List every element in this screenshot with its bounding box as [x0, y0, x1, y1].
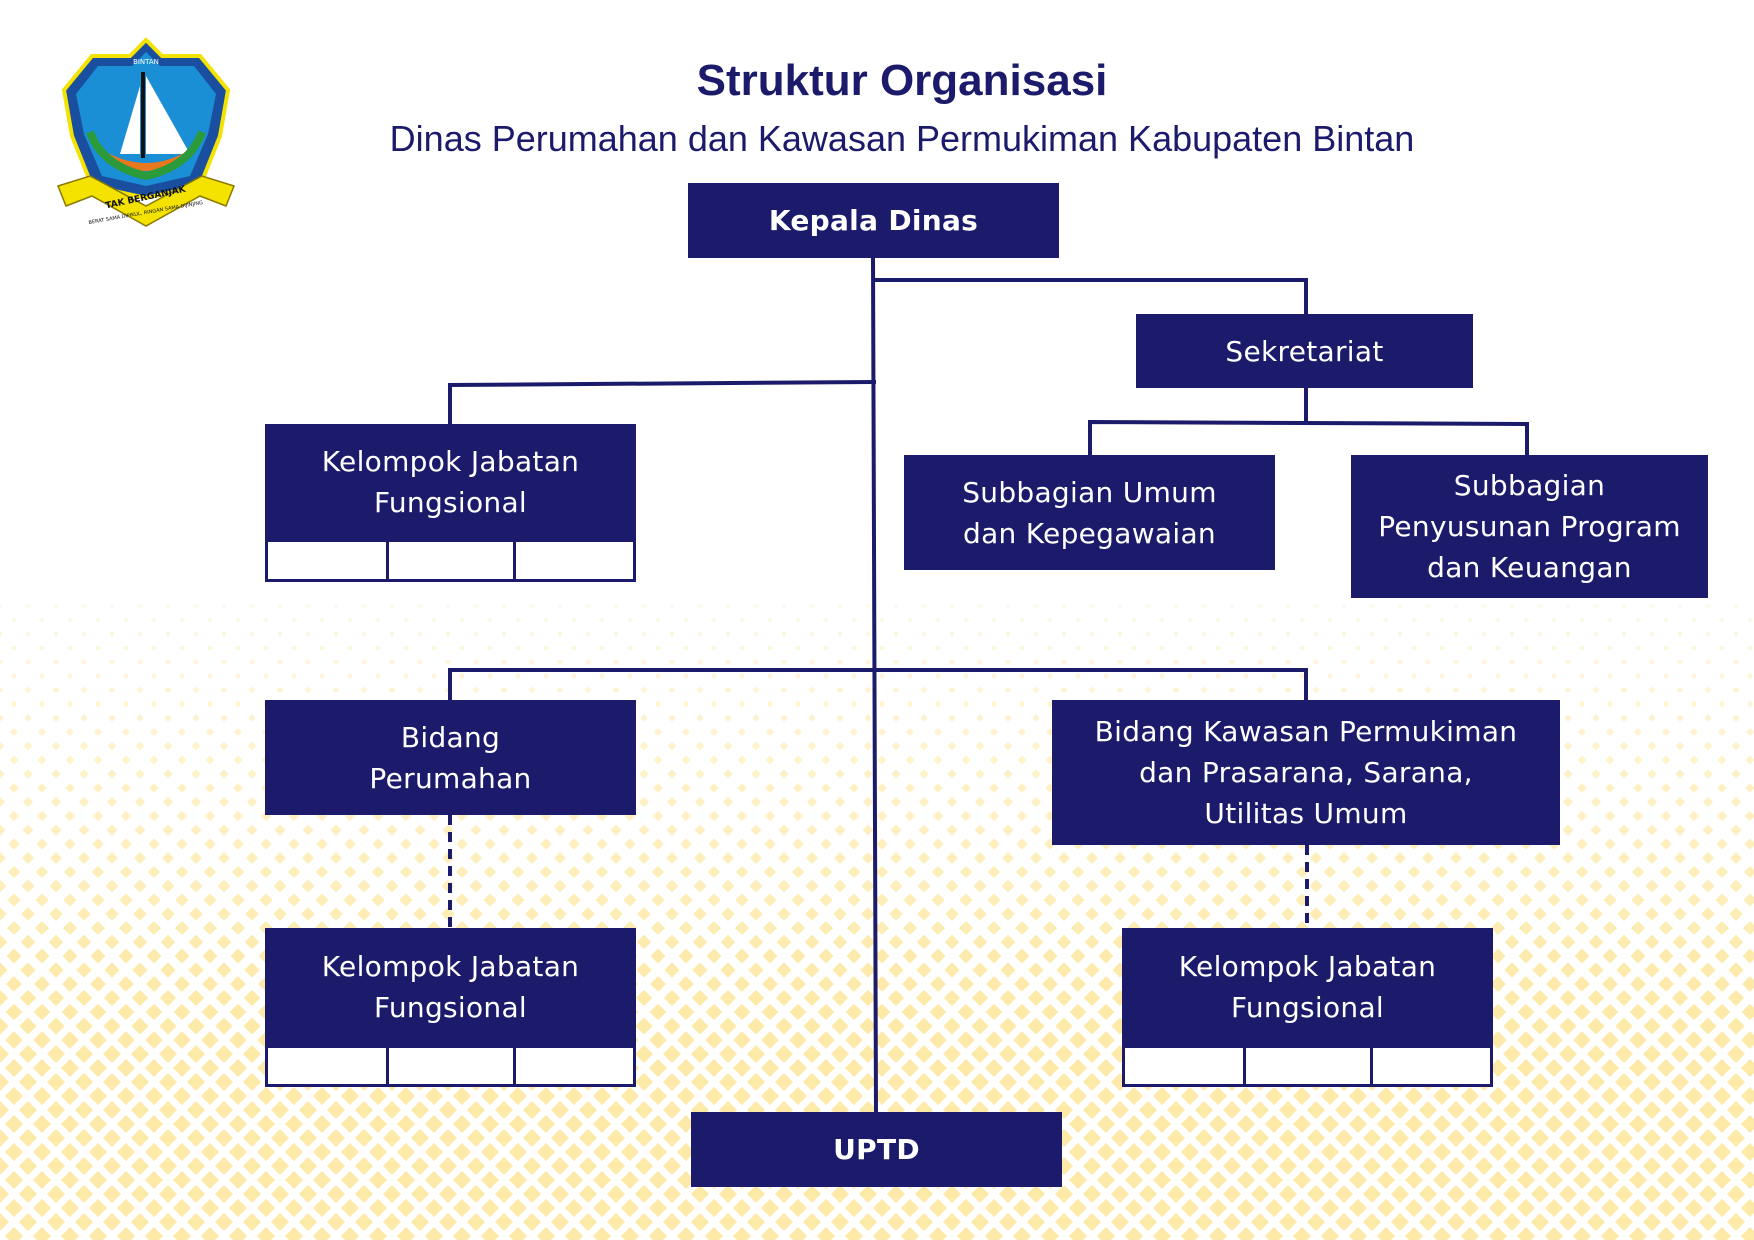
logo-top-text: BINTAN — [133, 58, 159, 66]
page-title: Struktur Organisasi — [696, 56, 1108, 105]
uptd-box: UPTD — [691, 1112, 1062, 1187]
subbagian-program-box: Subbagian Penyusunan Program dan Keuanga… — [1351, 455, 1708, 598]
kelompok-jabatan-fungsional-right-cells — [1122, 1045, 1493, 1087]
uptd-label: UPTD — [833, 1133, 920, 1166]
kelompok-jabatan-fungsional-left-box: Kelompok Jabatan Fungsional — [265, 928, 636, 1046]
bidang-perumahan-box: Bidang Perumahan — [265, 700, 636, 815]
kelompok-jabatan-fungsional-top-label: Kelompok Jabatan Fungsional — [321, 445, 580, 519]
subbagian-umum-box: Subbagian Umum dan Kepegawaian — [904, 455, 1275, 570]
bidang-kawasan-box: Bidang Kawasan Permukiman dan Prasarana,… — [1052, 700, 1560, 845]
kelompok-jabatan-fungsional-right-box: Kelompok Jabatan Fungsional — [1122, 928, 1493, 1046]
page-subtitle: Dinas Perumahan dan Kawasan Permukiman K… — [389, 118, 1415, 159]
connector-kepala-kjf-top — [448, 379, 877, 426]
kelompok-jabatan-fungsional-left-label: Kelompok Jabatan Fungsional — [321, 950, 580, 1024]
kelompok-jabatan-fungsional-top-box: Kelompok Jabatan Fungsional — [265, 424, 636, 540]
sekretariat-box: Sekretariat — [1136, 314, 1473, 388]
subbagian-program-label: Subbagian Penyusunan Program dan Keuanga… — [1378, 469, 1681, 584]
kepala-dinas-box: Kepala Dinas — [688, 183, 1059, 258]
subbagian-umum-label: Subbagian Umum dan Kepegawaian — [962, 475, 1217, 550]
bidang-kawasan-label: Bidang Kawasan Permukiman dan Prasarana,… — [1094, 715, 1518, 830]
connector-kepala-sekretariat — [872, 278, 1308, 316]
kelompok-jabatan-fungsional-left-cells — [265, 1045, 636, 1087]
kabupaten-bintan-emblem: BINTAN TAK BERGANJAK BERAT SAMA DIPIKUL,… — [57, 37, 235, 227]
connector-subbag-bar — [1088, 419, 1529, 457]
kepala-dinas-label: Kepala Dinas — [768, 204, 979, 237]
kelompok-jabatan-fungsional-right-label: Kelompok Jabatan Fungsional — [1178, 950, 1437, 1024]
bidang-perumahan-label: Bidang Perumahan — [369, 720, 532, 795]
kelompok-jabatan-fungsional-top-cells — [265, 539, 636, 582]
sekretariat-label: Sekretariat — [1225, 334, 1384, 368]
